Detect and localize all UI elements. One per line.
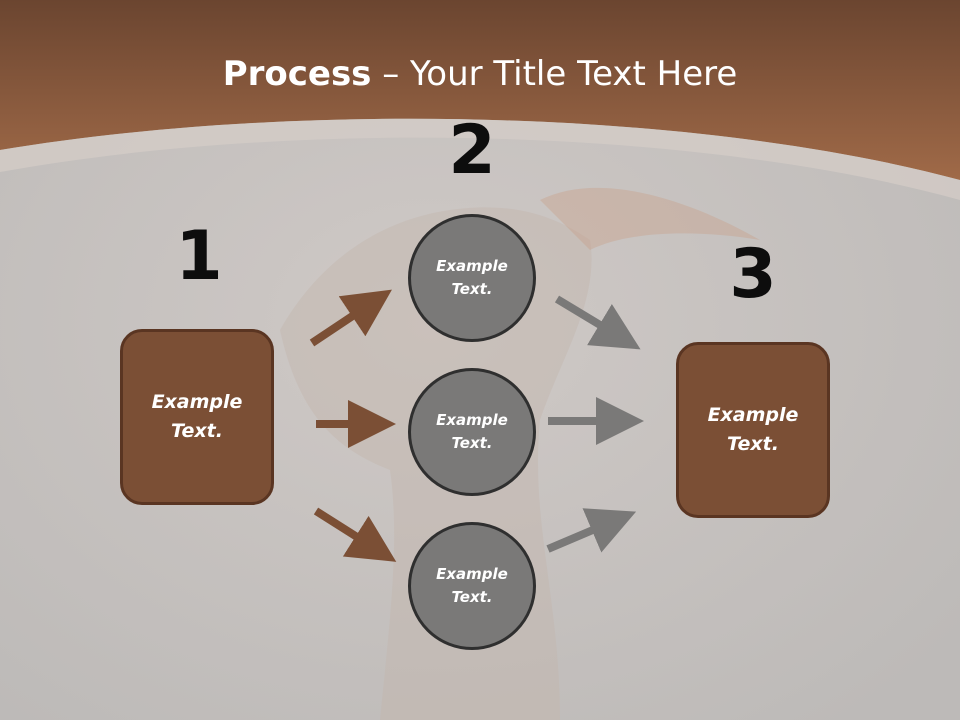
slide-title: Process – Your Title Text Here xyxy=(0,52,960,96)
step-2-circle-1-text: Example Text. xyxy=(436,257,508,298)
step-3-box: Example Text. xyxy=(676,342,830,518)
step-2-circle-2-text: Example Text. xyxy=(436,411,508,452)
title-bold: Process xyxy=(222,54,372,94)
title-rest: – Your Title Text Here xyxy=(371,54,738,94)
arrow-2a-to-3 xyxy=(554,295,641,350)
step-3-number: 3 xyxy=(729,235,777,314)
arrow-1-to-2c xyxy=(313,507,397,562)
step-3-text: Example Text. xyxy=(707,404,799,455)
step-1-box: Example Text. xyxy=(120,329,274,505)
step-2-circle-3: Example Text. xyxy=(408,522,536,650)
arrow-1-to-2a xyxy=(309,289,392,347)
step-2-circle-1: Example Text. xyxy=(408,214,536,342)
step-1-text: Example Text. xyxy=(151,391,243,442)
step-2-number: 2 xyxy=(448,111,496,190)
step-2-circle-3-text: Example Text. xyxy=(436,565,508,606)
step-2-circle-2: Example Text. xyxy=(408,368,536,496)
arrow-2c-to-3 xyxy=(546,508,637,553)
step-1-number: 1 xyxy=(175,217,223,296)
